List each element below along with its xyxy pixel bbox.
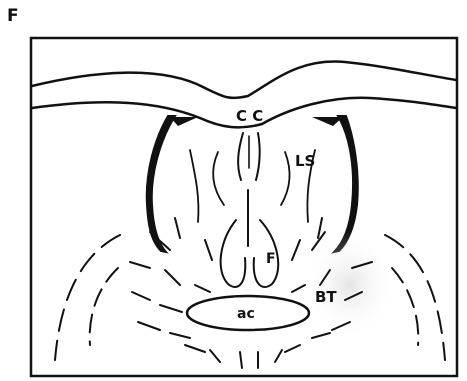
label-cc: C C xyxy=(236,107,263,125)
outer-contour-left xyxy=(55,235,120,360)
corpus-callosum-upper xyxy=(32,62,456,98)
lateral-ventricle-right-corner xyxy=(312,117,343,126)
septum-right xyxy=(256,133,260,180)
lateral-septum-line-left xyxy=(213,152,224,205)
outer-contour-right xyxy=(385,235,445,360)
septum-left xyxy=(238,133,243,180)
label-f: F xyxy=(266,251,276,267)
bed-nucleus-shading xyxy=(305,230,395,340)
mid-contour-left xyxy=(90,268,118,345)
mid-contour-right xyxy=(392,268,418,345)
lateral-septum-line-right xyxy=(281,152,290,205)
inner-curve-left xyxy=(190,150,198,222)
panel-letter: F xyxy=(7,6,19,26)
fornix-left xyxy=(221,220,246,287)
label-ls: LS xyxy=(295,152,315,170)
label-bt: BT xyxy=(315,288,337,306)
lateral-ventricle-left-corner xyxy=(170,117,198,126)
label-ac: ac xyxy=(237,306,255,322)
